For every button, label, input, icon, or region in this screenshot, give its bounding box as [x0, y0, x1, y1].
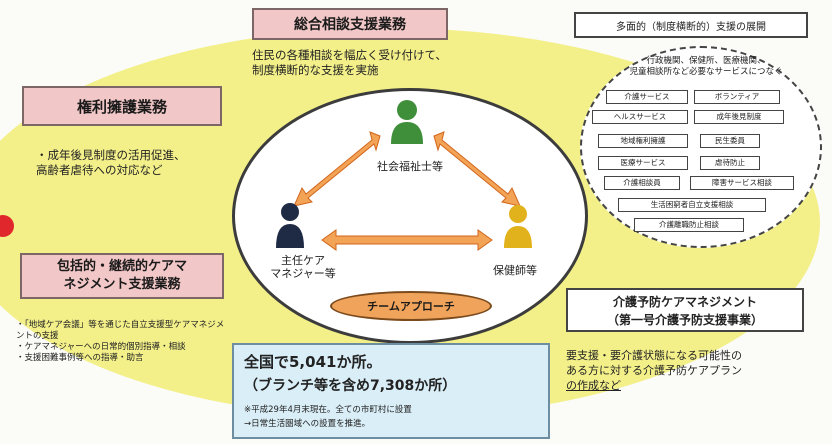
general-consultation-desc: 住民の各種相談を幅広く受け付けて、 制度横断的な支援を実施: [252, 48, 447, 77]
service-box: 虐待防止: [700, 156, 760, 170]
care-management-title: 包括的・継続的ケアマ ネジメント支援業務: [20, 253, 224, 299]
team-diagram: [276, 100, 532, 251]
service-box: 生活困窮者自立支援相談: [618, 198, 766, 212]
prevention-title: 介護予防ケアマネジメント （第一号介護予防支援事業）: [566, 288, 804, 332]
service-box: 介護離職防止相談: [634, 218, 744, 232]
general-consultation-title: 総合相談支援業務: [252, 8, 448, 40]
service-box: 介護相談員: [604, 176, 680, 190]
service-box: 民生委員: [700, 134, 760, 148]
nationwide-summary-box: 全国で5,041か所。 （ブランチ等を含め7,308か所） ※平成29年4月末現…: [232, 343, 550, 439]
social-worker-label: 社会福祉士等: [377, 160, 443, 173]
nurse-label: 保健師等: [493, 264, 537, 277]
multi-support-title: 多面的（制度横断的）支援の展開: [574, 12, 808, 38]
care-management-bullets: ・「地域ケア会議」等を通じた自立支援型ケアマネジメントの支援 ・ケアマネジャーへ…: [16, 320, 226, 364]
service-box: 成年後見制度: [694, 110, 784, 124]
service-box: ヘルスサービス: [592, 110, 688, 124]
service-box: 障害サービス相談: [690, 176, 794, 190]
service-box: 介護サービス: [606, 90, 688, 104]
summary-line-1: 全国で5,041か所。: [244, 353, 382, 371]
red-marker-dot: [0, 215, 14, 237]
care-management-bullet: ・「地域ケア会議」等を通じた自立支援型ケアマネジメントの支援: [16, 320, 225, 341]
care-manager-person-icon: [276, 203, 304, 248]
care-management-bullet: ・支援困難事例等への指導・助言: [16, 353, 144, 363]
social-worker-person-icon: [391, 100, 423, 144]
service-box: ボランティア: [694, 90, 780, 104]
multi-support-desc: 行政機関、保健所、医療機関、 児童相談所など必要なサービスにつなぐ: [629, 56, 783, 77]
summary-line-2: （ブランチ等を含め7,308か所）: [244, 378, 457, 394]
prevention-desc: 要支援・要介護状態になる可能性の ある方に対する介護予防ケアプラン の作成など: [566, 349, 742, 392]
arrow-caremanager-to-nurse-icon: [321, 229, 493, 251]
team-arrows: [293, 131, 521, 251]
team-approach-label: チームアプローチ: [330, 291, 492, 321]
service-box: 地域権利擁護: [598, 134, 688, 148]
summary-note-2: →日常生活圏域への設置を推進。: [244, 419, 371, 429]
care-management-bullet: ・ケアマネジャーへの日常的個別指導・相談: [16, 342, 186, 352]
care-manager-label: 主任ケア マネジャー等: [270, 254, 336, 280]
rights-advocacy-desc: ・成年後見制度の活用促進、 高齢者虐待への対応など: [36, 148, 186, 177]
summary-note-1: ※平成29年4月末現在。全ての市町村に設置: [244, 405, 412, 415]
nurse-person-icon: [504, 205, 532, 248]
rights-advocacy-title: 権利擁護業務: [22, 86, 222, 126]
service-box: 医療サービス: [598, 156, 688, 170]
